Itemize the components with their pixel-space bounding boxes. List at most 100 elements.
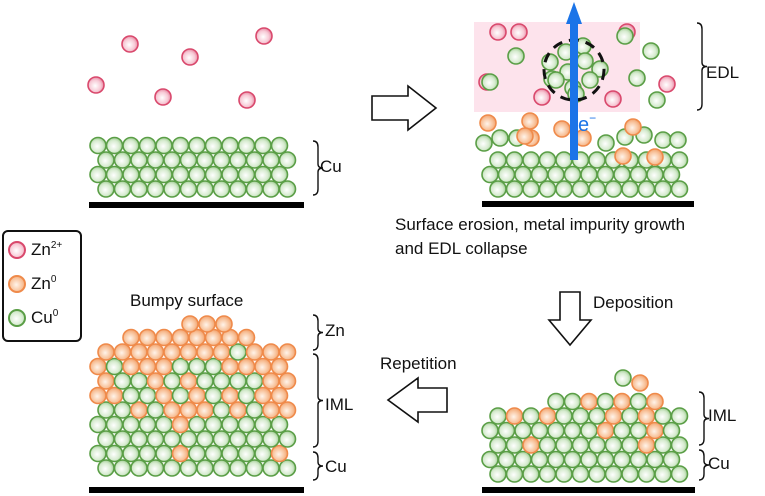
cu0-atom [530, 450, 549, 469]
cu0-atom [481, 421, 499, 440]
legend: Zn2+ Zn0 Cu0 [2, 230, 82, 342]
cu0-atom [621, 180, 639, 198]
cu0-atom [670, 151, 689, 169]
cu0-atom [105, 444, 124, 463]
cu0-atom [237, 444, 256, 463]
zn0-atom [155, 328, 173, 347]
cu0-atom [237, 165, 256, 184]
cu0-atom [171, 357, 190, 376]
zn2plus-atom [510, 23, 528, 41]
cu0-atom [89, 444, 107, 463]
cu0-atom [538, 151, 557, 169]
zn2plus-atom [238, 91, 256, 109]
cu0-atom [229, 459, 247, 477]
cu0-atom [662, 165, 681, 184]
legend-item-cu0: Cu0 [8, 308, 58, 328]
cu0-atom [613, 450, 631, 469]
cu0-atom [580, 421, 598, 440]
cu0-atom [538, 436, 557, 454]
cu-layer-label-initial: Cu [320, 157, 342, 176]
zn0-atom [580, 392, 598, 411]
cu0-atom [489, 465, 507, 483]
cu0-atom [163, 180, 181, 198]
cu0-atom [514, 165, 532, 184]
cu0-atom [237, 386, 256, 405]
cu0-atom [576, 52, 594, 70]
cu0-atom [155, 444, 173, 463]
cu0-atom [221, 165, 239, 184]
zn0-atom [179, 343, 198, 361]
cu0-atom [171, 136, 190, 155]
zn0-atom [516, 127, 534, 145]
cu0-atom [113, 372, 132, 390]
zn0-atom [646, 421, 664, 440]
cu0-atom [669, 131, 687, 149]
zn-layer-label-bumpy: Zn [325, 321, 345, 340]
erosion-caption-line2: and EDL collapse [395, 239, 528, 258]
zn0-atom [270, 444, 289, 463]
zn0-atom [138, 357, 157, 376]
cu0-atom [278, 151, 297, 169]
cu0-atom [245, 459, 264, 477]
bumpy-surface-title: Bumpy surface [130, 291, 244, 310]
zn0-atom [254, 386, 272, 405]
cu0-atom [497, 450, 516, 469]
zn0-atom [113, 343, 132, 361]
cu0-atom [245, 151, 264, 169]
zn0-atom [245, 343, 264, 361]
zn0-atom [212, 343, 231, 361]
zn0-atom [637, 436, 656, 454]
cu0-atom [196, 180, 214, 198]
zn0-atom [538, 407, 557, 425]
cu0-atom [105, 165, 124, 184]
cu0-atom [204, 165, 223, 184]
cu0-atom [596, 450, 615, 469]
cu0-atom [188, 165, 206, 184]
zn0-atom [198, 315, 216, 333]
cu0-atom [555, 180, 573, 198]
cu0-atom [505, 465, 524, 483]
cu0-atom [146, 401, 165, 419]
cu0-atom [670, 436, 689, 454]
cu0-atom [580, 450, 598, 469]
cu0-atom [138, 386, 157, 405]
cu0-atom [489, 407, 507, 425]
zn0-atom [262, 401, 280, 419]
zn0-atom [130, 401, 148, 419]
cu0-atom [514, 450, 532, 469]
zn0-atom [155, 357, 173, 376]
cu0-atom [179, 459, 198, 477]
cu0-atom [571, 465, 590, 483]
zn2plus-atom [181, 48, 199, 66]
zn0-atom [146, 372, 165, 390]
zn0-atom [171, 444, 190, 463]
cu0-atom [130, 372, 148, 390]
substrate-bar [89, 202, 304, 208]
cu0-atom [229, 151, 247, 169]
layer-brace [696, 22, 708, 111]
cu0-atom [105, 357, 124, 376]
cu0-atom [97, 151, 115, 169]
layer-brace [312, 451, 324, 481]
cu0-atom [171, 165, 190, 184]
zn0-atom [262, 372, 280, 390]
cu0-atom [563, 392, 582, 411]
cu0-atom [113, 401, 132, 419]
zn2plus-atom [489, 23, 507, 41]
cu0-atom [555, 465, 573, 483]
cu0-atom [646, 450, 664, 469]
cu0-atom [596, 392, 615, 411]
cu0-atom [237, 136, 256, 155]
cu0-atom [588, 151, 606, 169]
cu0-atom [278, 180, 297, 198]
zn0-atom [553, 120, 571, 138]
repetition-arrow-label: Repetition [380, 354, 457, 373]
cu0-atom [538, 180, 557, 198]
cu0-atom [629, 450, 648, 469]
cu0-atom [97, 459, 115, 477]
cu0-atom [604, 465, 623, 483]
zn0-atom [122, 357, 140, 376]
cu0-atom [212, 430, 231, 448]
iml-layer-label-deposition: IML [708, 406, 737, 425]
cu0-atom [204, 386, 223, 405]
